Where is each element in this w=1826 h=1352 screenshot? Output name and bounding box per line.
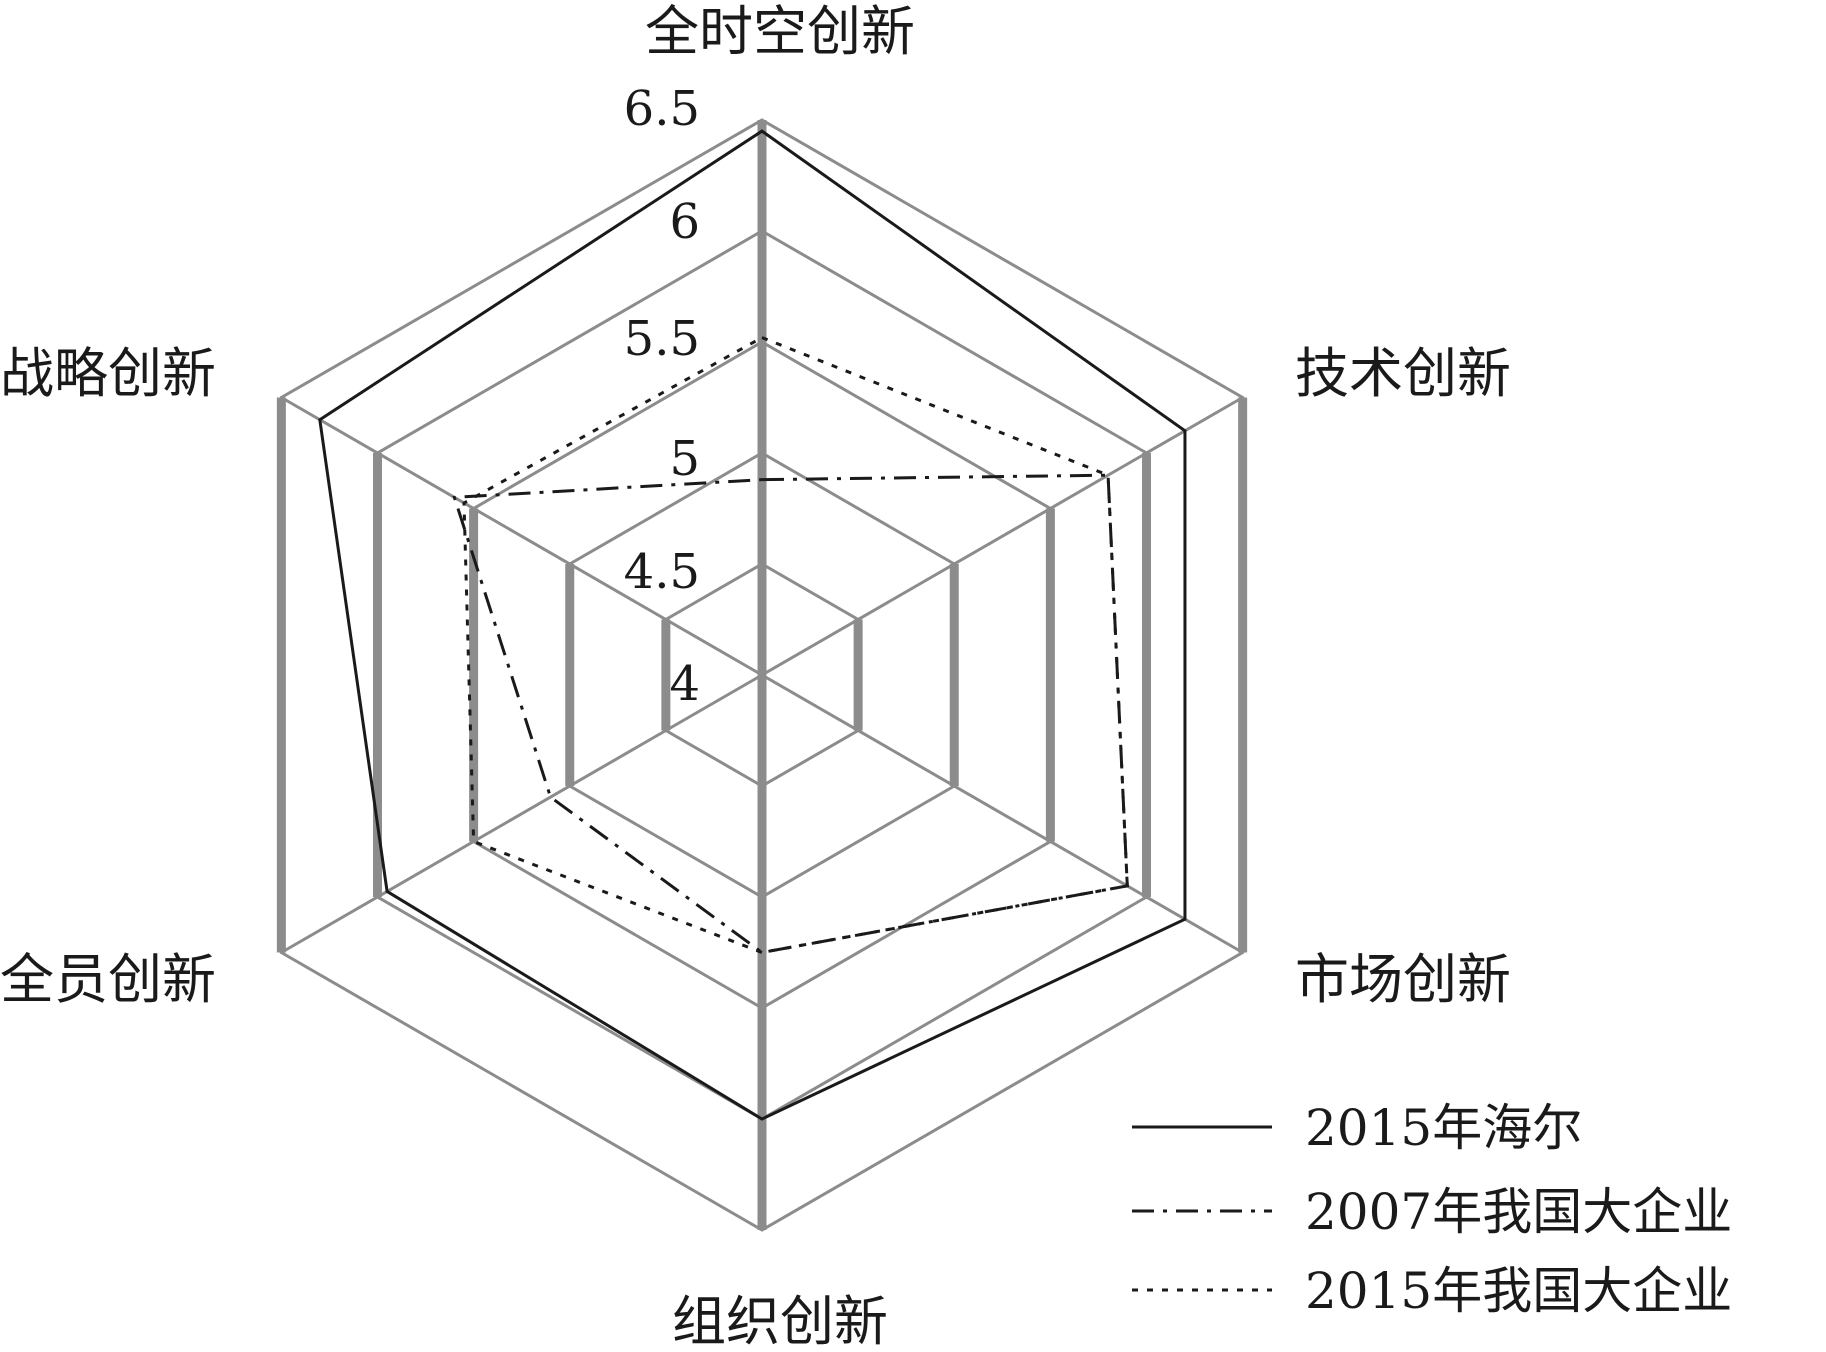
- tick-label: 4: [669, 656, 700, 712]
- tick-label: 5.5: [624, 311, 700, 367]
- axis-label-战略创新: 战略创新: [0, 342, 216, 405]
- radar-grid: [276, 118, 1248, 1232]
- legend-entry-2007-enterprises: 2007年我国大企业: [1305, 1183, 1732, 1241]
- axis-label-全员创新: 全员创新: [0, 948, 216, 1011]
- radar-series: [318, 129, 1187, 1121]
- tick-label: 5: [669, 431, 700, 487]
- series-line-0: [318, 129, 1187, 1121]
- legend-entry-2015-haier: 2015年海尔: [1305, 1099, 1582, 1157]
- tick-label: 6.5: [624, 81, 700, 137]
- grid-spoke: [280, 396, 763, 677]
- grid-spoke: [761, 396, 1244, 677]
- legend: 2015年海尔 2007年我国大企业 2015年我国大企业: [1132, 1099, 1732, 1320]
- legend-entry-2015-enterprises: 2015年我国大企业: [1305, 1262, 1732, 1320]
- series-line-2: [462, 335, 1129, 955]
- tick-label: 4.5: [624, 544, 700, 600]
- axis-label-市场创新: 市场创新: [1295, 948, 1511, 1011]
- axis-label-全时空创新: 全时空创新: [645, 0, 915, 63]
- grid-spoke: [761, 673, 1244, 954]
- axis-label-技术创新: 技术创新: [1295, 342, 1511, 405]
- axis-label-组织创新: 组织创新: [672, 1290, 888, 1352]
- tick-label: 6: [669, 194, 700, 250]
- grid-spoke: [280, 673, 763, 954]
- series-line-1: [452, 473, 1129, 955]
